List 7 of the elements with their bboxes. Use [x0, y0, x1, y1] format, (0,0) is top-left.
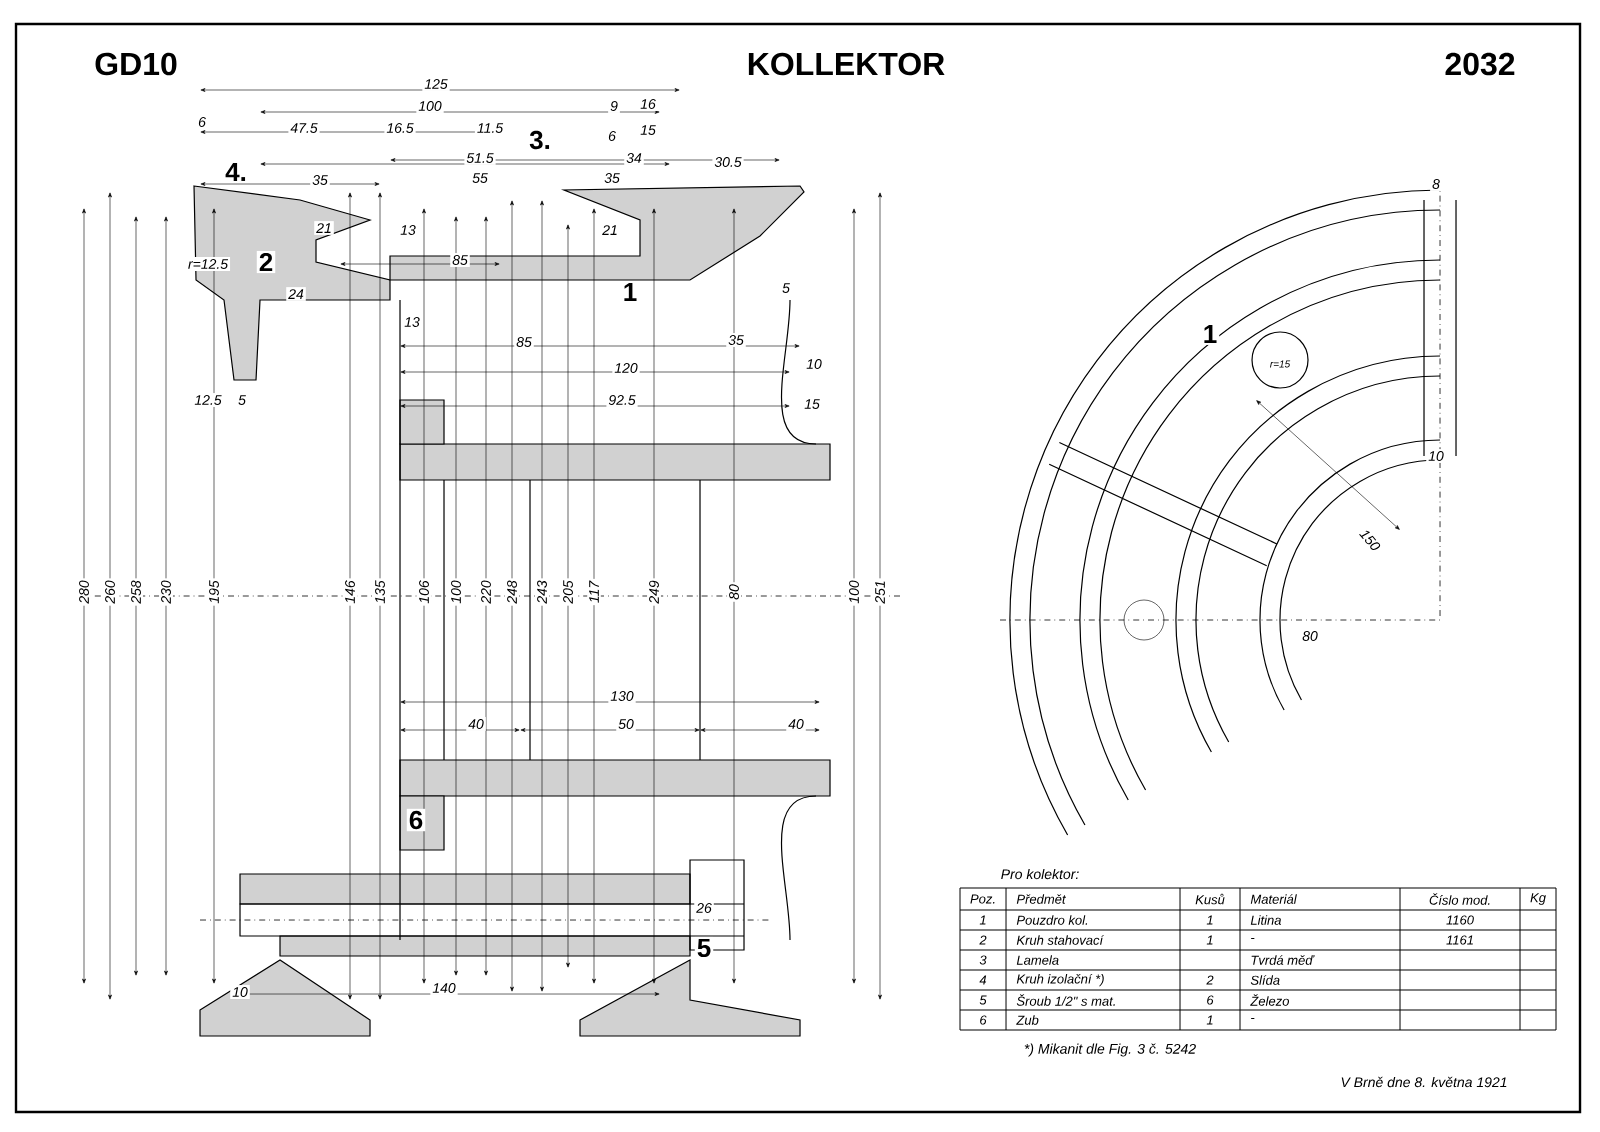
part-number: 1 [1200, 323, 1220, 345]
part-number: 3. [527, 128, 553, 152]
drawing-number: GD10 [95, 52, 177, 76]
part-number: 4. [223, 161, 249, 183]
part-number: 1 [620, 281, 640, 303]
title: KOLLEKTOR [748, 52, 945, 76]
drawing-number: 2032 [1445, 52, 1515, 76]
